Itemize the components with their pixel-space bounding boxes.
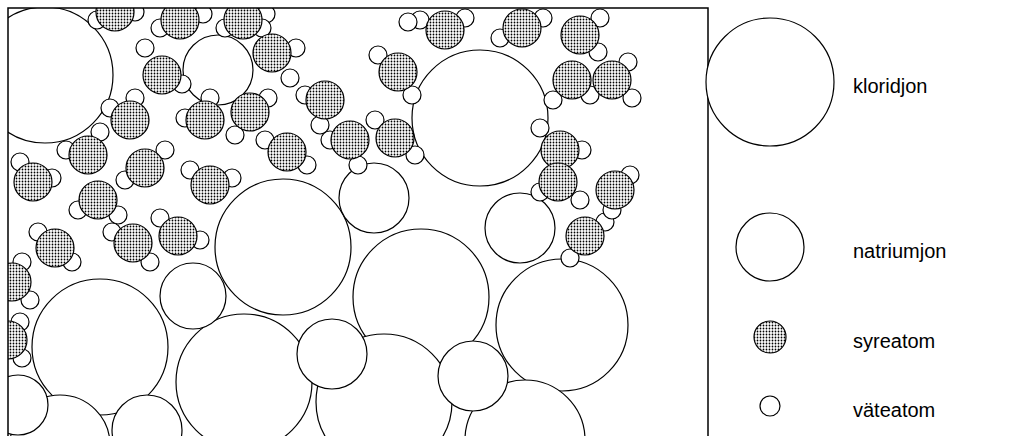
legend-label: kloridjon xyxy=(853,74,927,98)
legend-label: syreatom xyxy=(853,329,935,353)
legend-samples xyxy=(706,18,834,416)
legend-label: väteatom xyxy=(853,398,935,422)
legend-label: natriumjon xyxy=(853,239,946,263)
